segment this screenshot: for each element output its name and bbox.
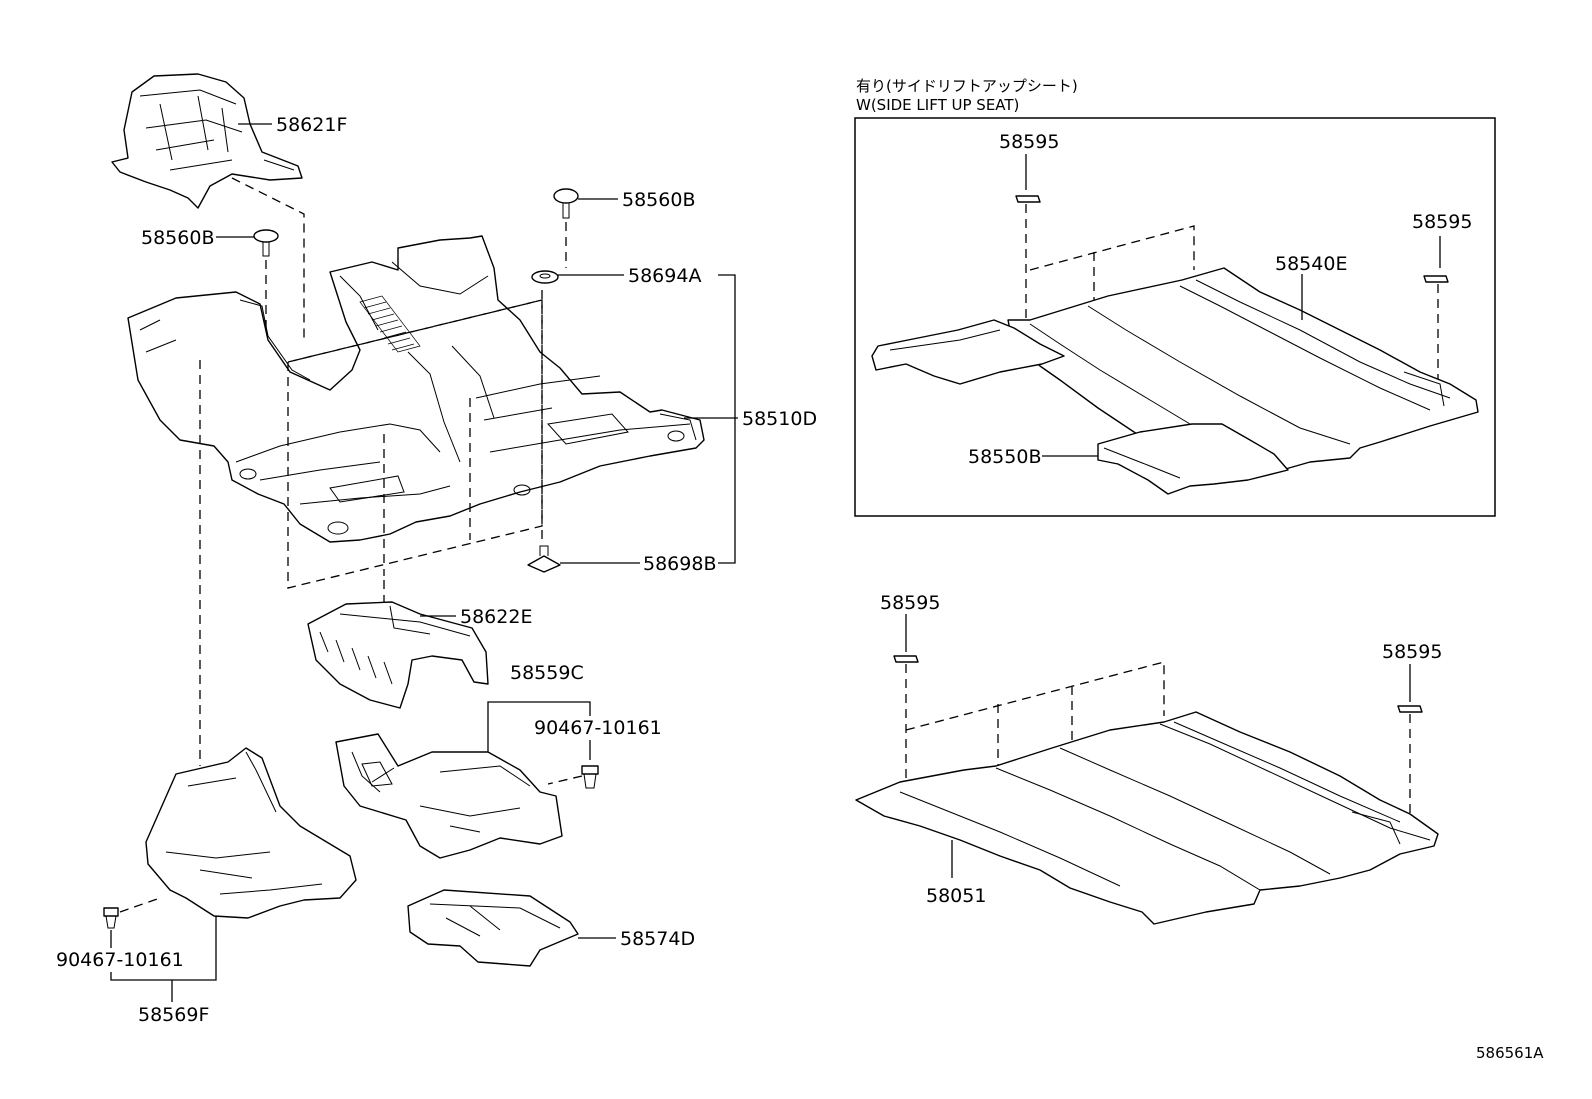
pin-58595-box-top-icon [1015, 195, 1041, 203]
label-58540E: 58540E [1275, 253, 1347, 275]
part-58550B-drawing [871, 319, 1065, 385]
pin-58595-lower-left-icon [893, 655, 919, 663]
label-58574D: 58574D [620, 928, 695, 950]
pin-58595-box-right-icon [1423, 275, 1449, 283]
diagram-id: 586561A [1476, 1044, 1544, 1062]
variant-header-line2: W(SIDE LIFT UP SEAT) [856, 96, 1019, 114]
clip-90467-right-icon [581, 765, 599, 789]
main-floor-carpet-58510D [127, 235, 705, 543]
fastener-58698B-icon [527, 545, 561, 573]
label-58595-box-right: 58595 [1412, 211, 1472, 233]
label-58560B-right: 58560B [622, 189, 695, 211]
label-58694A: 58694A [628, 265, 701, 287]
pin-58595-lower-right-icon [1397, 705, 1423, 713]
label-58595-lower-left: 58595 [880, 592, 940, 614]
part-58574D-drawing [407, 889, 579, 967]
label-58622E: 58622E [460, 606, 532, 628]
grommet-58694A-icon [531, 270, 559, 284]
part-58550B-lower-drawing [1097, 423, 1289, 495]
clip-58560B-right-icon [553, 188, 579, 219]
label-58698B: 58698B [643, 553, 716, 575]
label-90467-right: 90467-10161 [534, 717, 662, 739]
part-58051-drawing [855, 711, 1439, 925]
part-58569F-drawing [145, 747, 357, 919]
label-58569F: 58569F [138, 1004, 209, 1026]
label-58550B: 58550B [968, 446, 1041, 468]
part-58559C-drawing [335, 733, 563, 859]
label-58559C: 58559C [510, 662, 584, 684]
label-58510D: 58510D [742, 408, 817, 430]
label-58595-box-top: 58595 [999, 131, 1059, 153]
part-58622E-drawing [307, 601, 489, 709]
label-58595-lower-right: 58595 [1382, 641, 1442, 663]
part-58540E-drawing [1007, 267, 1479, 475]
label-58621F: 58621F [276, 114, 347, 136]
label-90467-left: 90467-10161 [56, 949, 184, 971]
variant-header-line1: 有り(サイドリフトアップシート) [856, 77, 1078, 95]
label-58051: 58051 [926, 885, 986, 907]
label-58560B-left: 58560B [141, 227, 214, 249]
variant-box-frame [854, 117, 1496, 517]
part-58621F-drawing [111, 73, 303, 209]
clip-90467-left-icon [103, 907, 119, 929]
clip-58560B-left-icon [253, 229, 279, 257]
